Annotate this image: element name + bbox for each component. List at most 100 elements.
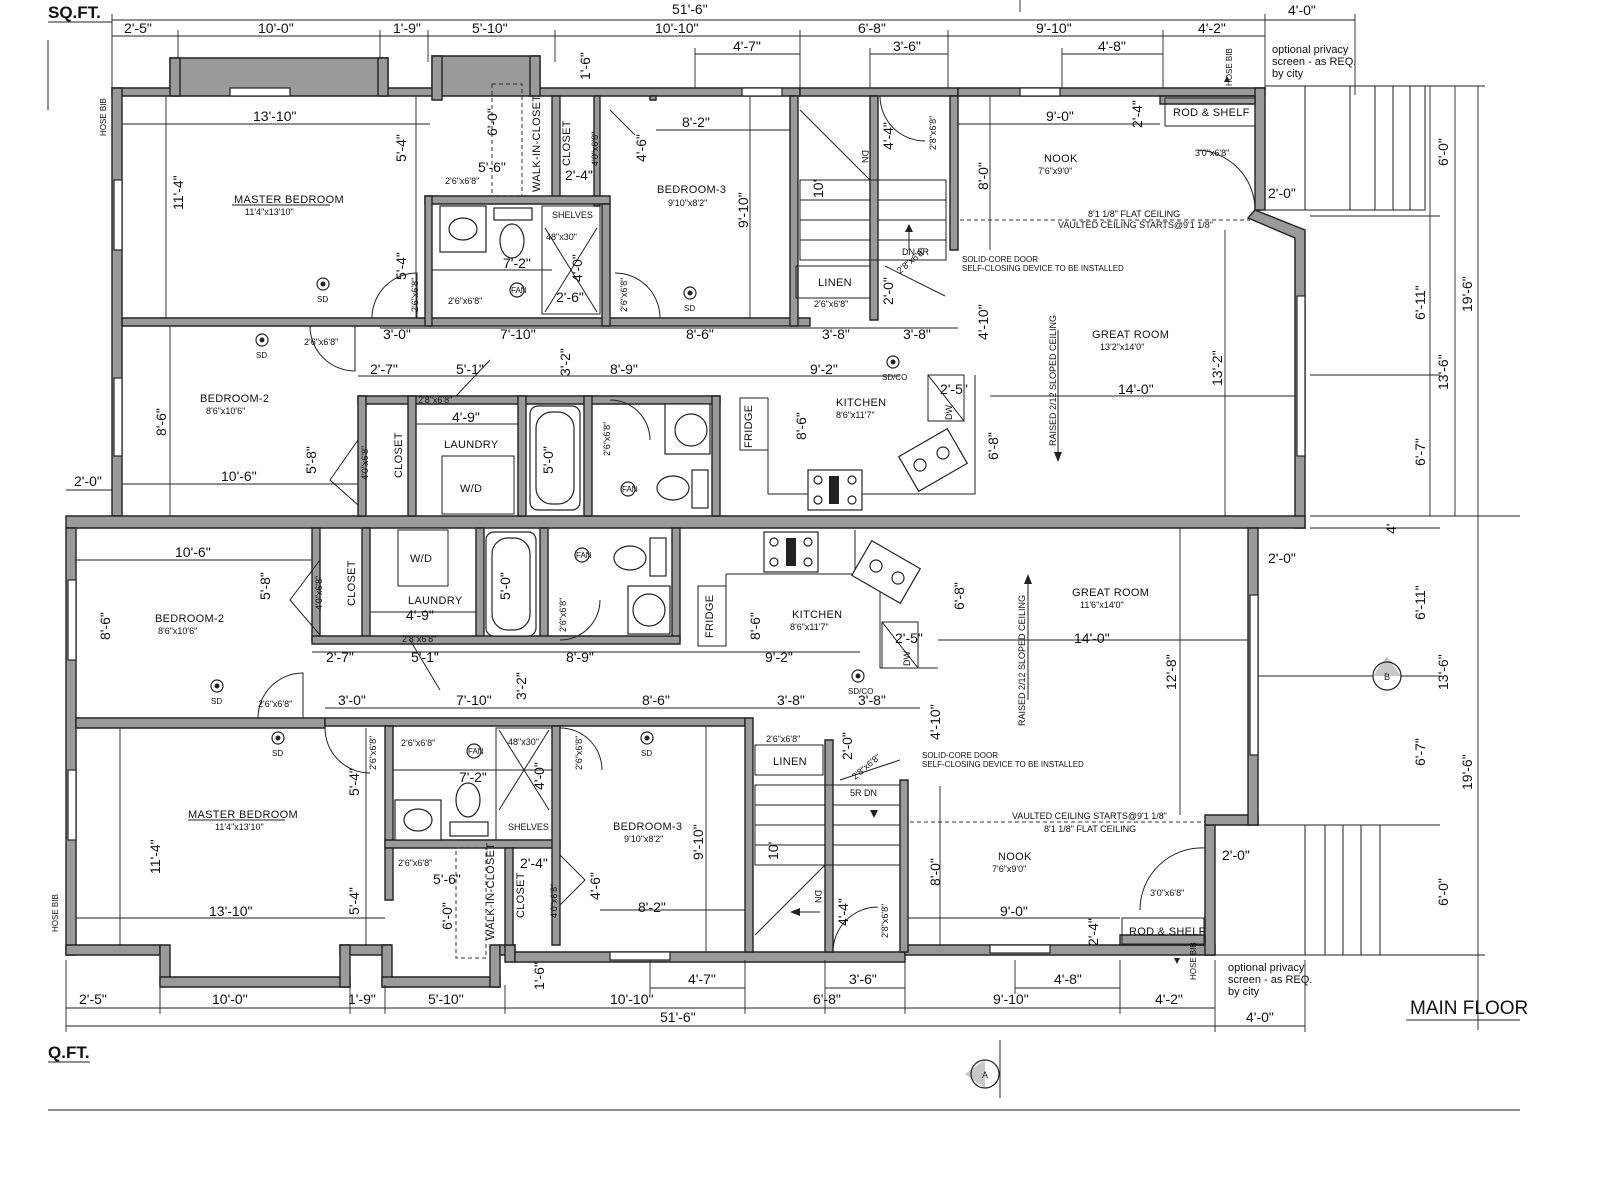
room-label-great-room: GREAT ROOM: [1072, 587, 1149, 599]
room-size-bedroom-2: 8'6"x10'6": [158, 626, 197, 636]
door-size-label: 2'6"x6'8": [368, 736, 378, 770]
note-self-closing: SELF-CLOSING DEVICE TO BE INSTALLED: [922, 760, 1084, 769]
dim-text: 5'-10": [472, 20, 508, 36]
room-label-nook: NOOK: [998, 851, 1032, 863]
dim-text: 5'-6": [433, 871, 461, 887]
dim-text: 13'-10": [209, 903, 252, 919]
door-size-label: 2'6"x6'8": [410, 278, 420, 312]
stair-dn5r-label: 5R DN: [850, 788, 877, 798]
note-solid-door: SOLID-CORE DOOR: [962, 255, 1038, 264]
room-size-bedroom-2: 8'6"x10'6": [206, 406, 245, 416]
right-dimension-strings: 6'-0" 6'-11" 13'-6" 19'-6" 6'-7" 4': [1305, 85, 1520, 1030]
note-text: screen - as REQ.: [1272, 56, 1356, 68]
dim-text: 2'-0": [880, 277, 896, 305]
dim-text: 8'-6": [793, 412, 809, 440]
dim-text: 8'-0": [975, 162, 991, 190]
room-size-kitchen: 8'6"x11'7": [790, 622, 829, 632]
privacy-note-bottom: optional privacy screen - as REQ. by cit…: [51, 98, 1312, 998]
note-flat-ceiling: 8'1 1/8" FLAT CEILING: [1044, 824, 1136, 834]
dim-text: 8'-6": [686, 326, 714, 342]
dim-text: 13'-6": [1435, 654, 1451, 690]
door-size-label: 4'0"x6'8": [549, 884, 559, 918]
room-size-nook: 7'6"x9'0": [992, 864, 1026, 874]
dim-text: 13'-6": [1435, 354, 1451, 390]
note-solid-door: SOLID-CORE DOOR: [922, 751, 998, 760]
door-size-label: 3'0"x6'8": [1195, 148, 1229, 158]
top-kitchen: FRIDGE DW KITCHEN 8'6"x11'7": [739, 374, 976, 511]
door-size-label: 2'6"x6'8": [619, 278, 629, 312]
slope-arrow-icon: [1024, 574, 1032, 584]
dim-text: 2'-0": [1268, 185, 1296, 201]
dim-text: 8'-9": [610, 361, 638, 377]
dim-text: 2'-4": [565, 167, 593, 183]
door-size-label: 4'0"x6'8": [590, 132, 600, 166]
door-size-label: 2'6"x6'8": [814, 299, 848, 309]
dim-text: 9'-0": [1046, 108, 1074, 124]
door-size-label: 4'0"x6'8": [314, 576, 324, 610]
fridge-label: FRIDGE: [704, 595, 716, 638]
door-size-label: 2'8"x6'8": [928, 116, 938, 150]
room-label-kitchen: KITCHEN: [836, 397, 886, 409]
dim-text: 5'-8": [303, 446, 319, 474]
dim-overall-bottom: 51'-6": [660, 1009, 696, 1025]
smoke-detector-label: SD: [641, 749, 652, 758]
dim-text: 4'-0": [531, 762, 547, 790]
smoke-detector-label: SD: [684, 304, 695, 313]
door-size-label: 2'8"x6'8": [880, 904, 890, 938]
dim-text: 5'-0": [540, 446, 556, 474]
bottom-laundry: W/D LAUNDRY CLOSET CLOSET WALK-IN-CLOSET: [346, 529, 527, 959]
dim-text: 10': [810, 180, 826, 198]
rod-shelf-label: ROD & SHELF: [1173, 107, 1250, 119]
stair-dn5r-label: DN 5R: [902, 247, 930, 257]
door-size-label: 2'6"x6'8": [558, 598, 568, 632]
room-label-laundry: LAUNDRY: [444, 439, 499, 451]
hose-bib-label: HOSE BIB: [99, 98, 108, 136]
note-self-closing: SELF-CLOSING DEVICE TO BE INSTALLED: [962, 264, 1124, 273]
dim-text: 4'-6": [633, 134, 649, 162]
bottom-smoke-detectors: SD SD SD SD/CO: [210, 669, 873, 758]
smoke-co-detector-label: SD/CO: [848, 687, 873, 696]
stair-arrow-icon: [790, 908, 800, 916]
dishwasher-label: DW: [902, 651, 912, 666]
dim-text: 1'-9": [348, 991, 376, 1007]
dim-text: 10'-10": [610, 991, 653, 1007]
door-size-label: 2'6"x6'8": [445, 176, 479, 186]
dim-text: 8'-9": [566, 649, 594, 665]
smoke-co-detector-label: SD/CO: [882, 373, 907, 382]
dim-text: 6'-0": [1435, 138, 1451, 166]
dim-text: 3'-8": [822, 326, 850, 342]
door-size-label: 2'8"x6'8": [402, 634, 436, 644]
room-label-linen: LINEN: [773, 756, 807, 768]
dim-text: 6'-11": [1412, 585, 1428, 620]
bottom-entry: ROD & SHELF 3'0"x6'8": [1121, 824, 1381, 956]
room-label-closet: CLOSET: [346, 560, 358, 606]
dim-text: 4'-4": [880, 122, 896, 150]
stair-arrow-icon: [870, 810, 878, 818]
dim-text: 6'-8": [858, 20, 886, 36]
door-size-label: 3'0"x6'8": [1150, 888, 1184, 898]
top-unit-walls: [65, 55, 1306, 529]
dim-text: 2'-5": [940, 381, 968, 397]
dim-text: 7'-10": [500, 326, 536, 342]
dim-text: 3'-2": [513, 672, 529, 700]
dim-text: 2'-0": [1268, 550, 1296, 566]
top-bath-fixtures: SHELVES 48"x30" FAN FAN: [439, 205, 711, 511]
dim-text: 2'-0": [1222, 847, 1250, 863]
stair-dn-label: DN: [860, 150, 870, 163]
smoke-detector-label: SD: [317, 295, 328, 304]
door-size-label: 2'6"x6'8": [398, 858, 432, 868]
room-label-bedroom-2: BEDROOM-2: [200, 393, 269, 405]
smoke-detector-label: SD: [272, 749, 283, 758]
hose-bib-label: HOSE BIB: [1189, 942, 1198, 980]
room-label-master-bedroom: MASTER BEDROOM: [234, 194, 344, 206]
door-size-label: 2'6"x6'8": [401, 738, 435, 748]
room-size-bedroom-3: 9'10"x8'2": [668, 198, 707, 208]
fan-label: FAN: [622, 485, 638, 494]
dim-text: 14'-0": [1074, 630, 1110, 646]
dim-text: 10'-0": [212, 991, 248, 1007]
door-size-label: 2'6"x6'8": [574, 736, 584, 770]
washer-dryer-label: W/D: [410, 553, 432, 565]
dim-text: 4'-2": [1155, 991, 1183, 1007]
room-label-bedroom-3: BEDROOM-3: [613, 821, 682, 833]
top-room-labels: MASTER BEDROOM 11'4"x13'10" BEDROOM-2 8'…: [200, 153, 1169, 416]
